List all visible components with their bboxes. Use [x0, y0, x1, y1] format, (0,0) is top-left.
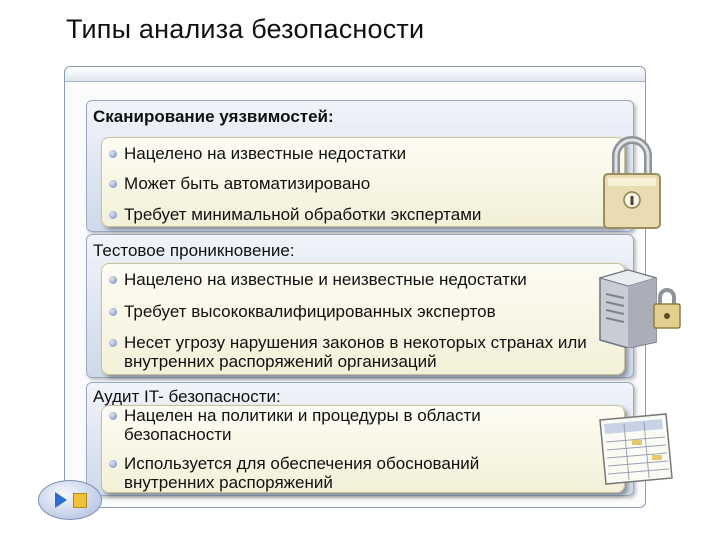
server-lock-icon — [598, 269, 681, 348]
list-item: Может быть автоматизировано — [109, 174, 370, 193]
padlock-icon — [603, 136, 661, 229]
list-item: Нацелен на политики и процедуры в област… — [109, 406, 564, 444]
play-stop-navigation-button[interactable] — [38, 480, 102, 520]
section-it-security-audit: Аудит IT- безопасности: Нацелен на полит… — [86, 382, 634, 496]
bullet-icon — [109, 150, 117, 158]
bullet-icon — [109, 276, 117, 284]
checklist-document-icon — [599, 413, 673, 485]
bullet-icon — [109, 412, 117, 420]
list-item: Нацелено на известные и неизвестные недо… — [109, 270, 527, 289]
section-vulnerability-scanning: Сканирование уязвимостей: Нацелено на из… — [86, 100, 634, 232]
frame-title-bar — [65, 67, 645, 82]
slide-title: Типы анализа безопасности — [66, 14, 425, 44]
section-heading: Сканирование уязвимостей: — [93, 107, 334, 126]
bullet-icon — [109, 339, 117, 347]
bullet-icon — [109, 180, 117, 188]
list-item: Требует высококвалифицированных эксперто… — [109, 302, 496, 321]
section-items-box: Нацелено на известные и неизвестные недо… — [101, 263, 625, 375]
stop-icon[interactable] — [73, 493, 87, 508]
section-heading: Аудит IT- безопасности: — [93, 387, 281, 406]
list-item: Несет угрозу нарушения законов в некотор… — [109, 333, 624, 371]
bullet-icon — [109, 460, 117, 468]
play-icon[interactable] — [55, 492, 67, 508]
list-item: Требует минимальной обработки экспертами — [109, 205, 481, 224]
list-item: Нацелено на известные недостатки — [109, 144, 406, 163]
bullet-icon — [109, 308, 117, 316]
section-heading: Тестовое проникновение: — [93, 241, 295, 260]
list-item: Используется для обеспечения обоснований… — [109, 454, 564, 492]
section-items-box: Нацелено на известные недостатки Может б… — [101, 137, 625, 227]
section-penetration-testing: Тестовое проникновение: Нацелено на изве… — [86, 234, 634, 378]
section-items-box: Нацелен на политики и процедуры в област… — [101, 405, 625, 493]
bullet-icon — [109, 211, 117, 219]
